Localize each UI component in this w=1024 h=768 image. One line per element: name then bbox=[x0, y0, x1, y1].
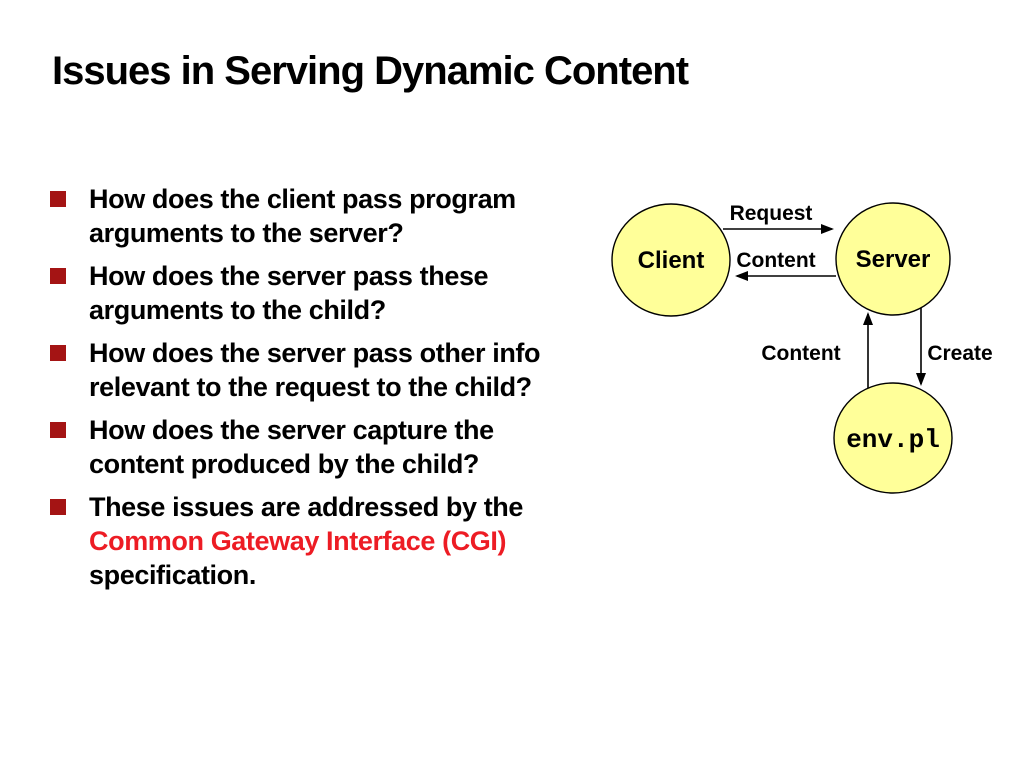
bullet-line: arguments to the child? bbox=[89, 295, 386, 325]
bullet-line: How does the client pass program bbox=[89, 184, 516, 214]
bullet-square-icon bbox=[50, 499, 66, 515]
bullet-line: How does the server pass these bbox=[89, 261, 489, 291]
bullet-item: How does the client pass program argumen… bbox=[50, 182, 615, 250]
bullet-line-cgi-highlight: Common Gateway Interface (CGI) bbox=[89, 526, 507, 556]
envpl-node bbox=[833, 382, 953, 494]
bullet-line: How does the server pass other info bbox=[89, 338, 541, 368]
bullet-item: How does the server pass other info rele… bbox=[50, 336, 615, 404]
bullet-item: How does the server capture the content … bbox=[50, 413, 615, 481]
content-bottom-edge-label: Content bbox=[761, 342, 840, 365]
bullet-list: How does the client pass program argumen… bbox=[50, 182, 615, 601]
bullet-square-icon bbox=[50, 268, 66, 284]
bullet-item: These issues are addressed by the Common… bbox=[50, 490, 615, 592]
client-node bbox=[611, 203, 731, 317]
request-edge-label: Request bbox=[730, 202, 813, 225]
server-node bbox=[835, 202, 951, 316]
bullet-line: arguments to the server? bbox=[89, 218, 404, 248]
bullet-line: These issues are addressed by the bbox=[89, 492, 524, 522]
bullet-square-icon bbox=[50, 191, 66, 207]
cgi-flow-diagram: Request Content Content Create Client Se… bbox=[611, 202, 993, 494]
server-node-label: Server bbox=[856, 246, 931, 273]
bullet-line: specification. bbox=[89, 560, 256, 590]
content-top-edge-label: Content bbox=[736, 249, 815, 272]
bullet-line: How does the server capture the bbox=[89, 415, 494, 445]
page-title: Issues in Serving Dynamic Content bbox=[52, 49, 689, 93]
bullet-square-icon bbox=[50, 345, 66, 361]
envpl-node-label: env.pl bbox=[846, 425, 940, 455]
bullet-line: relevant to the request to the child? bbox=[89, 372, 532, 402]
create-edge-label: Create bbox=[927, 342, 992, 365]
bullet-line: content produced by the child? bbox=[89, 449, 480, 479]
client-node-label: Client bbox=[638, 247, 705, 274]
bullet-square-icon bbox=[50, 422, 66, 438]
bullet-item: How does the server pass these arguments… bbox=[50, 259, 615, 327]
